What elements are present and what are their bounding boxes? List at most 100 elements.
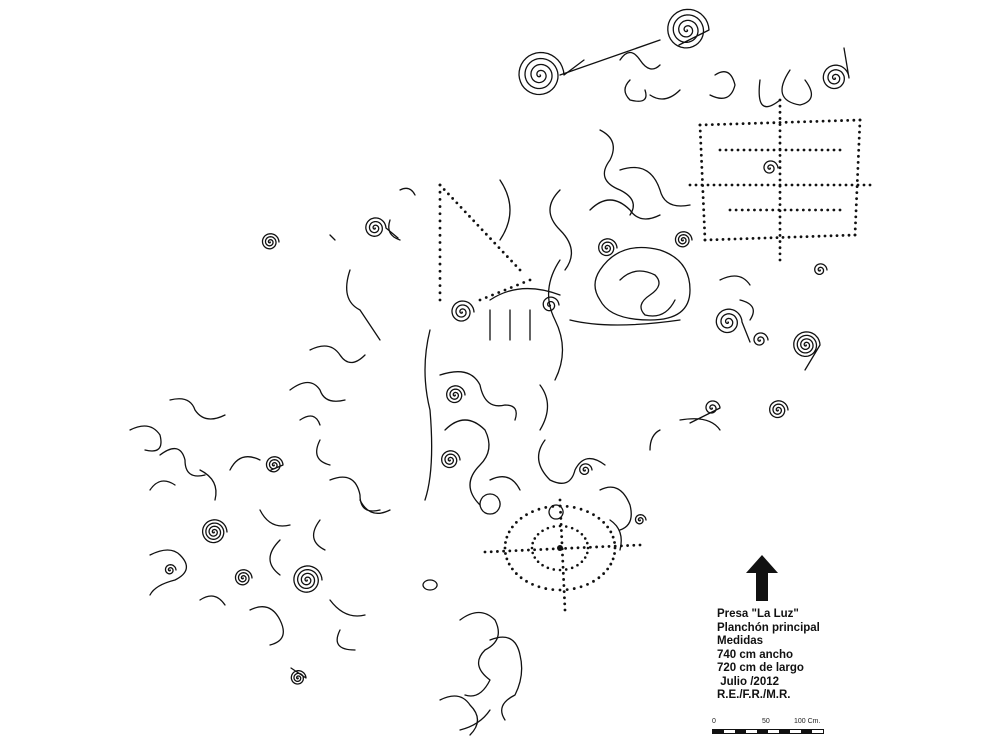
dot — [778, 98, 782, 102]
dot — [561, 571, 565, 575]
dot — [510, 567, 514, 571]
meander — [619, 51, 661, 70]
dot — [559, 510, 562, 514]
dot — [754, 183, 758, 187]
dot — [541, 563, 544, 567]
dot — [796, 148, 800, 152]
dot — [736, 183, 740, 187]
dot — [438, 277, 442, 280]
dot — [811, 235, 815, 238]
dot — [778, 129, 782, 133]
dot — [632, 543, 636, 547]
dot — [778, 190, 782, 194]
dot — [766, 121, 770, 125]
dot — [853, 227, 857, 231]
spiral — [822, 47, 850, 90]
dot — [537, 507, 541, 511]
dot — [438, 269, 442, 273]
dot — [784, 148, 788, 152]
dot — [585, 541, 589, 545]
meander — [739, 299, 754, 321]
dot — [702, 214, 706, 218]
meander — [781, 69, 812, 106]
meander — [359, 499, 391, 514]
dot — [503, 288, 507, 292]
dot — [589, 545, 592, 549]
meander — [479, 493, 501, 515]
dot — [558, 588, 562, 592]
dot — [544, 587, 548, 590]
dot — [563, 602, 567, 606]
dot — [808, 148, 812, 152]
dot — [602, 521, 606, 524]
dot — [442, 188, 446, 191]
dot — [778, 104, 782, 108]
dot — [530, 546, 534, 550]
dot — [613, 544, 617, 548]
meander — [422, 579, 438, 591]
dot — [688, 183, 692, 187]
dot — [778, 117, 782, 120]
dot — [545, 547, 549, 551]
dot — [558, 504, 562, 508]
meander — [269, 539, 281, 576]
dot — [742, 183, 746, 187]
dot — [724, 148, 728, 152]
dot — [856, 167, 860, 170]
dot — [536, 532, 540, 536]
spiral — [441, 450, 461, 469]
dot — [607, 545, 611, 548]
meander — [649, 429, 661, 451]
dot — [856, 173, 860, 176]
dot — [451, 197, 455, 200]
dot — [525, 579, 528, 583]
dot — [519, 576, 523, 580]
dot — [572, 506, 576, 509]
dot — [778, 252, 782, 256]
dot — [868, 183, 872, 187]
dot — [741, 122, 745, 126]
dot — [723, 122, 727, 126]
dot — [514, 549, 518, 552]
dot — [570, 566, 574, 570]
spiral — [753, 332, 769, 346]
dot — [561, 565, 565, 569]
dot — [509, 286, 513, 289]
dot — [832, 148, 836, 152]
dot — [745, 237, 749, 241]
dot — [626, 544, 629, 547]
dot — [703, 232, 707, 236]
dot — [724, 183, 728, 187]
dot — [775, 236, 779, 240]
scale-label-50: 50 — [762, 718, 770, 725]
dot — [559, 523, 563, 526]
meander — [329, 476, 381, 512]
dot — [520, 548, 524, 552]
dot — [570, 526, 574, 530]
dot — [712, 183, 716, 187]
meander — [399, 187, 416, 196]
dot — [757, 236, 761, 240]
dot — [778, 153, 782, 157]
meander — [538, 439, 606, 484]
dot — [826, 183, 830, 187]
dot — [597, 576, 601, 580]
meander — [149, 549, 187, 596]
dot — [565, 588, 569, 592]
meander — [229, 456, 261, 471]
dot — [841, 234, 845, 237]
dot — [586, 582, 589, 586]
dot — [576, 546, 580, 550]
dot — [536, 560, 540, 564]
dot — [563, 608, 567, 612]
meander — [346, 269, 381, 341]
dot — [620, 544, 623, 548]
dot — [795, 208, 799, 212]
dot — [820, 183, 824, 187]
dot — [438, 291, 442, 295]
dot — [522, 281, 526, 284]
spiral-glyphs — [164, 8, 850, 685]
dot — [455, 201, 459, 205]
dot — [778, 240, 782, 243]
dot — [459, 205, 463, 209]
